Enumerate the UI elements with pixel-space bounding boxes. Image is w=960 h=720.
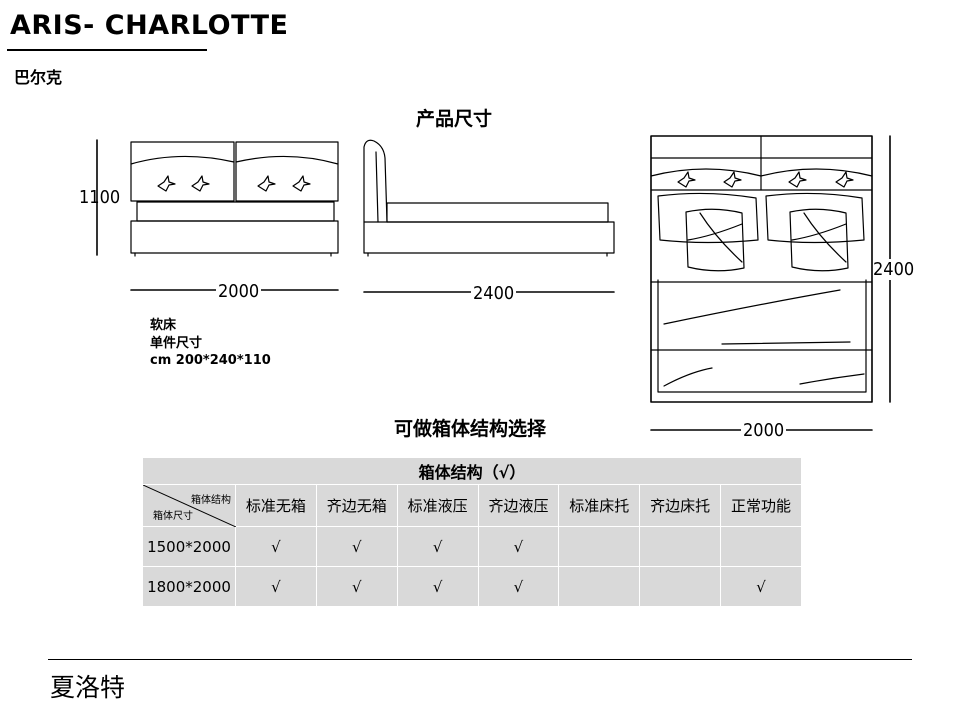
footer-divider	[48, 659, 912, 660]
footer-name: 夏洛特	[50, 673, 126, 702]
check-cell: √	[477, 526, 560, 567]
spec-line-label: 单件尺寸	[150, 335, 203, 351]
corner-label-size: 箱体尺寸	[153, 511, 193, 522]
table-header-row: 箱体结构 箱体尺寸 标准无箱 齐边无箱 标准液压 齐边液压 标准床托 齐边床托 …	[142, 484, 802, 527]
column-header: 标准无箱	[235, 484, 317, 527]
check-cell: √	[315, 566, 398, 607]
check-cell: √	[720, 566, 802, 607]
size-cell: 1500*2000	[142, 526, 236, 567]
height-dimension-label: 1100	[79, 187, 121, 208]
check-cell: √	[235, 566, 317, 607]
brand-subtitle: 巴尔克	[14, 68, 63, 87]
side-view-drawing	[364, 140, 614, 292]
top-width-dimension-label: 2000	[741, 420, 787, 441]
box-structure-heading: 可做箱体结构选择	[394, 418, 547, 440]
check-cell: √	[396, 566, 479, 607]
spec-block: 软床 单件尺寸 cm 200*240*110	[150, 317, 271, 370]
column-header: 标准液压	[396, 484, 479, 527]
check-cell: √	[235, 526, 317, 567]
column-header: 齐边无箱	[315, 484, 398, 527]
spec-line-size: cm 200*240*110	[150, 353, 271, 368]
check-cell: √	[477, 566, 560, 607]
check-cell: √	[315, 526, 398, 567]
front-view-drawing	[97, 140, 338, 290]
check-cell	[720, 526, 802, 567]
side-length-dimension-label: 2400	[471, 283, 517, 304]
check-cell	[639, 566, 722, 607]
size-cell: 1800*2000	[142, 566, 236, 607]
spec-line-type: 软床	[150, 318, 177, 333]
table-row: 1800*2000 √ √ √ √ √	[142, 566, 802, 607]
column-header: 齐边床托	[639, 484, 722, 527]
check-cell	[558, 566, 641, 607]
check-cell	[639, 526, 722, 567]
corner-diagonal	[143, 485, 236, 527]
check-cell: √	[396, 526, 479, 567]
table-row: 1500*2000 √ √ √ √	[142, 526, 802, 567]
column-header: 齐边液压	[477, 484, 560, 527]
corner-label-structure: 箱体结构	[191, 495, 231, 506]
top-view-drawing	[651, 136, 890, 430]
product-size-heading: 产品尺寸	[416, 108, 493, 130]
front-width-dimension-label: 2000	[216, 281, 262, 302]
box-structure-table: 箱体结构（√） 箱体结构 箱体尺寸 标准无箱 齐边无箱 标准液压 齐边液压 标准…	[142, 457, 802, 607]
brand-title: ARIS- CHARLOTTE	[10, 10, 289, 41]
column-header: 标准床托	[558, 484, 641, 527]
top-length-dimension-label: 2400	[873, 259, 915, 280]
table-title: 箱体结构（√）	[142, 457, 802, 485]
title-underline	[7, 49, 207, 51]
column-header: 正常功能	[720, 484, 802, 527]
check-cell	[558, 526, 641, 567]
table-corner-cell: 箱体结构 箱体尺寸	[142, 484, 236, 527]
